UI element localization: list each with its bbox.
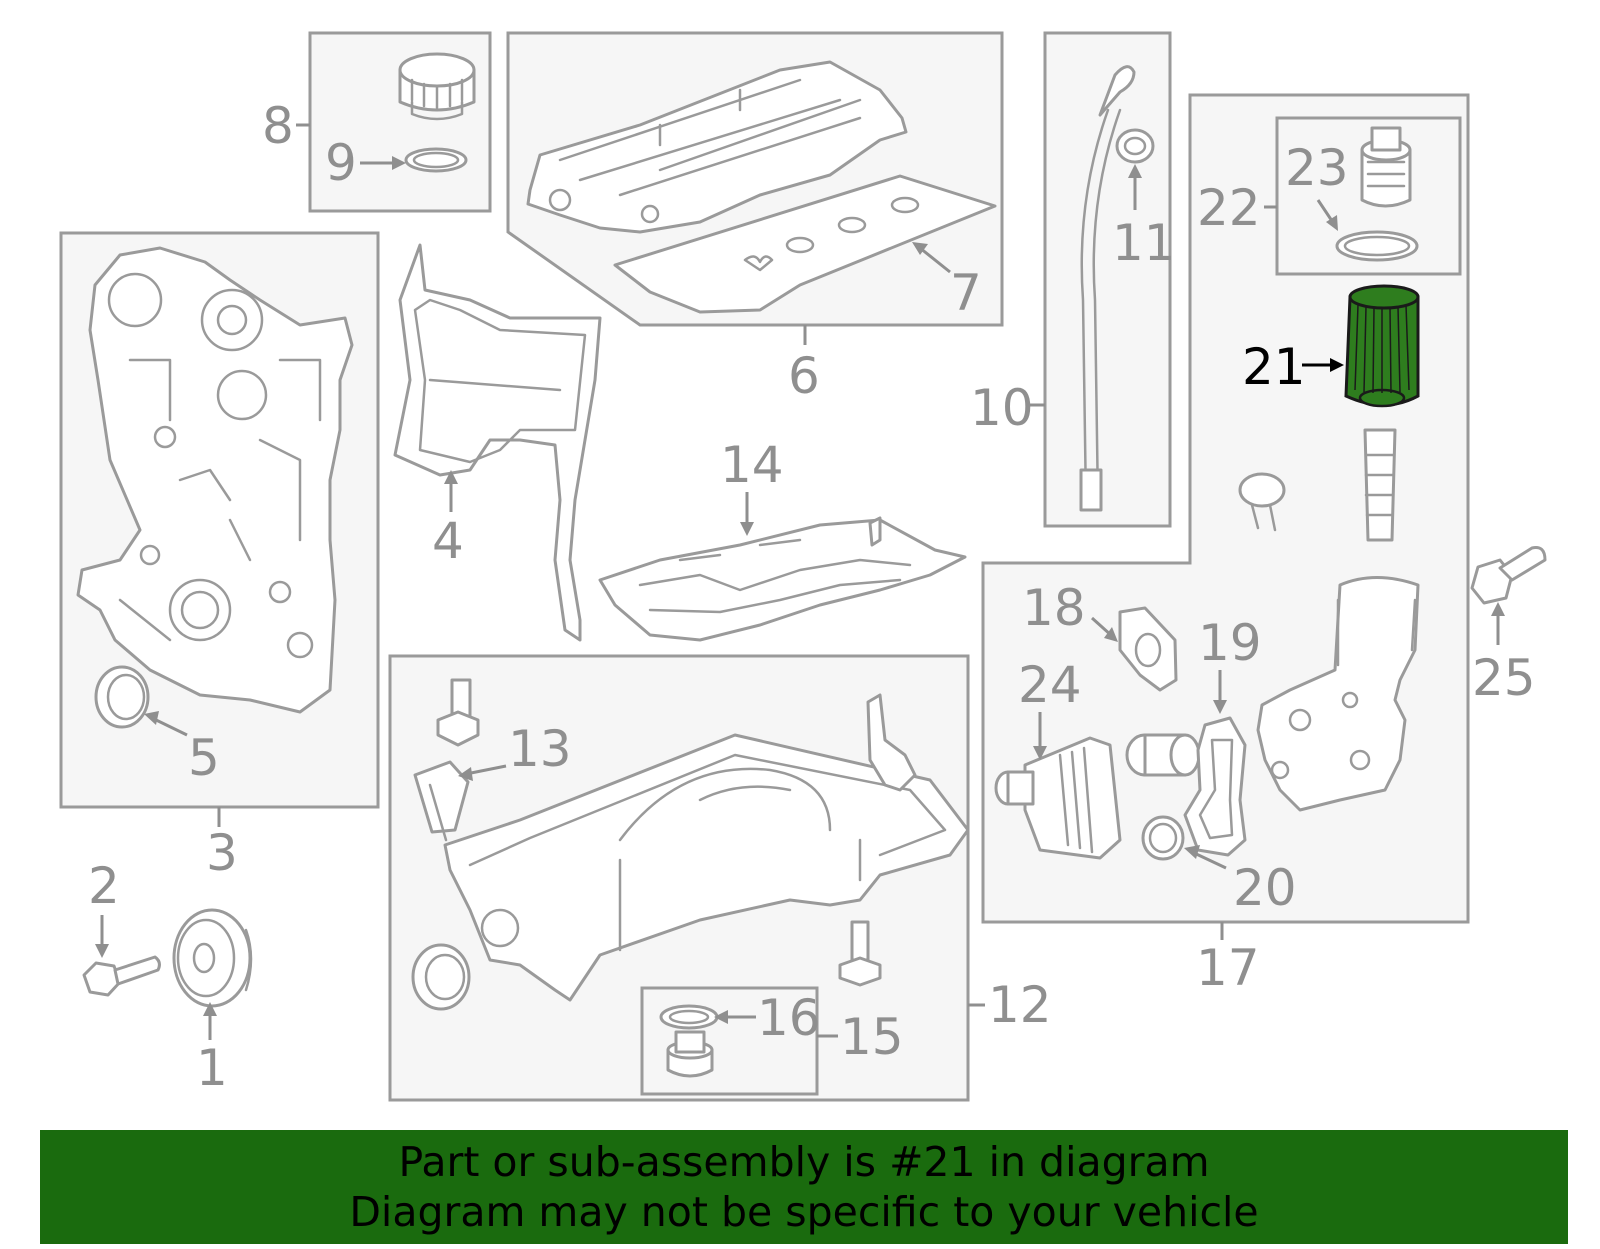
plug-bolt (1470, 546, 1547, 605)
callout-7: 7 (950, 264, 982, 322)
oil-filter-cap (1360, 126, 1412, 208)
bypass-valve (1238, 472, 1286, 532)
rear-seal (411, 943, 471, 1011)
oil-pan-bolt-13 (436, 678, 480, 747)
callout-8: 8 (262, 97, 294, 155)
notice-banner: Part or sub-assembly is #21 in diagram D… (40, 1130, 1568, 1244)
front-crank-seal (94, 665, 150, 729)
pan-bracket (866, 693, 917, 792)
leader-11 (1128, 164, 1142, 210)
oil-filler-cap (398, 52, 476, 121)
dipstick (1079, 65, 1136, 512)
leader-24 (1033, 712, 1047, 760)
callout-3: 3 (206, 824, 238, 882)
adapter-fitting (1125, 733, 1201, 777)
leader-21 (1302, 358, 1344, 372)
callout-2: 2 (88, 857, 120, 915)
oil-filter-housing (1256, 576, 1420, 812)
callout-14: 14 (720, 436, 784, 494)
callout-9: 9 (325, 134, 357, 192)
banner-line-2: Diagram may not be specific to your vehi… (349, 1188, 1259, 1236)
callout-18: 18 (1022, 579, 1086, 637)
o-ring-20 (1141, 815, 1185, 861)
callout-22: 22 (1197, 179, 1261, 237)
filler-cap-seal (404, 147, 468, 173)
dipstick-tube-seal (1115, 128, 1155, 164)
oil-cooler-24 (994, 736, 1122, 860)
banner-line-1: Part or sub-assembly is #21 in diagram (398, 1138, 1210, 1186)
baffle-clip-13 (413, 760, 470, 842)
drain-plug-gasket-16 (659, 1004, 719, 1030)
valve-cover-gasket (613, 174, 997, 314)
callout-16: 16 (757, 989, 821, 1047)
callout-4: 4 (432, 512, 464, 570)
leader-19 (1213, 670, 1227, 714)
leader-7 (912, 242, 951, 274)
pan-bolt-lower (838, 920, 882, 987)
leader-25 (1491, 602, 1505, 645)
oil-pan (443, 733, 970, 1002)
group-box-15 (640, 986, 819, 1096)
leader-1 (203, 1002, 217, 1040)
leader-23 (1316, 199, 1338, 231)
callout-15: 15 (840, 1008, 904, 1066)
callout-19: 19 (1198, 614, 1262, 672)
oil-filter-top (1348, 284, 1420, 310)
drain-plug-15 (666, 1030, 714, 1078)
callout-12: 12 (988, 976, 1052, 1034)
leader-14 (740, 492, 754, 536)
callout-24: 24 (1018, 656, 1082, 714)
leader-16 (714, 1010, 756, 1024)
leader-2 (95, 915, 109, 958)
leader-20 (1184, 845, 1227, 870)
timing-cover-gasket (393, 243, 602, 642)
crank-bolt (82, 955, 161, 997)
leader-5 (144, 711, 188, 737)
callout-5: 5 (188, 729, 220, 787)
leader-9 (360, 156, 406, 170)
filter-stem (1363, 428, 1397, 542)
gasket-19 (1183, 716, 1247, 857)
gasket-18 (1118, 606, 1178, 692)
callout-25: 25 (1472, 649, 1536, 707)
callout-10: 10 (970, 379, 1034, 437)
callout-11: 11 (1112, 214, 1176, 272)
leader-18 (1090, 616, 1118, 642)
oil-filter-highlighted (1344, 284, 1420, 408)
leader-4 (444, 470, 458, 512)
callout-17: 17 (1196, 939, 1260, 997)
crank-pulley (172, 908, 253, 1008)
callout-13: 13 (508, 720, 572, 778)
valve-cover (526, 60, 908, 234)
oil-pan-baffle (598, 516, 967, 642)
callout-23: 23 (1285, 139, 1349, 197)
filter-cap-o-ring (1335, 230, 1419, 262)
callout-6: 6 (788, 347, 820, 405)
callout-1: 1 (196, 1039, 228, 1097)
callout-20: 20 (1233, 859, 1297, 917)
timing-cover (76, 246, 354, 714)
leader-13 (458, 764, 507, 781)
callout-21: 21 (1242, 338, 1306, 396)
